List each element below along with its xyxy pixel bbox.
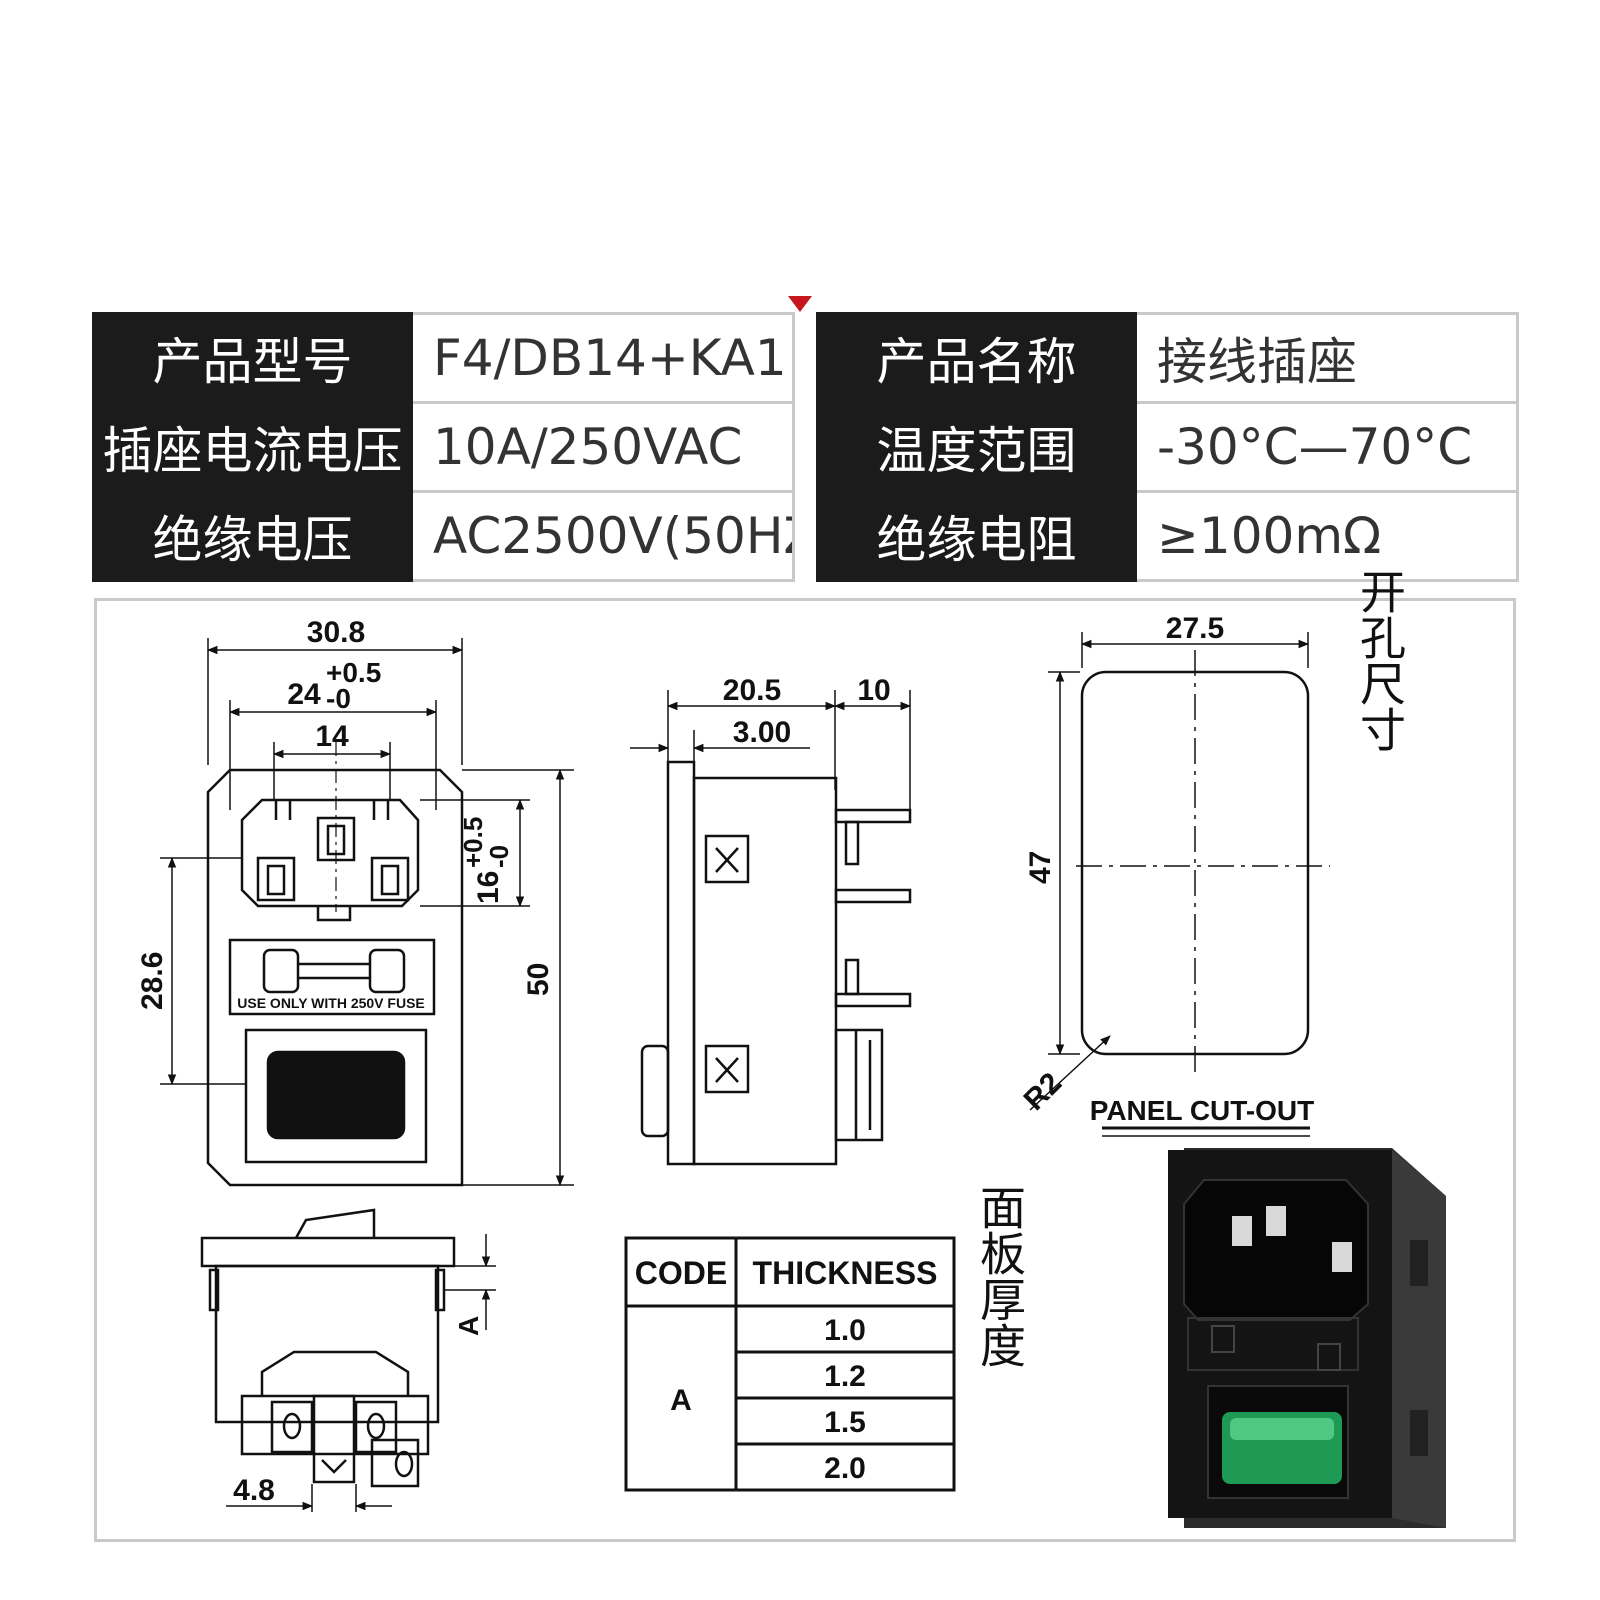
- cutout-width-label: 27.5: [1166, 612, 1224, 645]
- cutout-height-label: 47: [1024, 851, 1057, 884]
- spec-row: 绝缘电压 AC2500V(50HZ): [92, 490, 795, 582]
- spec-value: -30°C—70°C: [1134, 401, 1519, 493]
- spec-row: 产品型号 F4/DB14+KA11: [92, 312, 795, 404]
- dim-flange-label: 3.00: [733, 716, 791, 749]
- dim-left-label: 28.6: [136, 952, 169, 1010]
- dim-right-label: 50: [522, 963, 555, 996]
- dim-pins-label: 14: [315, 720, 349, 753]
- dim-height-tol-plus: +0.5: [458, 817, 488, 868]
- spec-label: 温度范围: [816, 401, 1137, 493]
- spec-value: ≥100mΩ: [1134, 490, 1519, 582]
- side-view: [630, 690, 912, 1166]
- fuse-text: USE ONLY WITH 250V FUSE: [237, 995, 425, 1011]
- spec-value: F4/DB14+KA11: [410, 312, 795, 404]
- spec-label: 绝缘电阻: [816, 490, 1137, 582]
- thickness-cn-label: 面板厚度: [974, 1184, 1026, 1368]
- dim-pin-label: 10: [857, 674, 890, 707]
- panel-cutout-label: PANEL CUT-OUT: [1090, 1095, 1315, 1126]
- front-view: [160, 638, 574, 1187]
- spec-table-left: 产品型号 F4/DB14+KA11 插座电流电压 10A/250VAC 绝缘电压…: [92, 312, 795, 582]
- product-photo: [1168, 1148, 1446, 1528]
- cutout-cn-label: 开孔尺寸: [1354, 568, 1406, 752]
- spec-label: 产品型号: [92, 312, 413, 404]
- thickness-value: 2.0: [824, 1452, 866, 1485]
- spec-row: 温度范围 -30°C—70°C: [816, 401, 1519, 493]
- spec-row: 插座电流电压 10A/250VAC: [92, 401, 795, 493]
- spec-table-right: 产品名称 接线插座 温度范围 -30°C—70°C 绝缘电阻 ≥100mΩ: [816, 312, 1519, 582]
- cutout-view: [1029, 632, 1330, 1137]
- bottom-view: [200, 1208, 496, 1512]
- table-header-thickness: THICKNESS: [753, 1255, 938, 1291]
- dim-height-vert-label: 16: [472, 871, 505, 904]
- spec-label: 产品名称: [816, 312, 1137, 404]
- spec-row: 绝缘电阻 ≥100mΩ: [816, 490, 1519, 582]
- dim-height-tol-minus: -0: [484, 845, 514, 868]
- spec-label: 插座电流电压: [92, 401, 413, 493]
- red-marker-icon: [788, 296, 812, 312]
- spec-row: 产品名称 接线插座: [816, 312, 1519, 404]
- technical-drawing-panel: [94, 598, 1516, 1542]
- dim-inner-label: 24: [287, 678, 321, 711]
- spec-value: 10A/250VAC: [410, 401, 795, 493]
- thickness-value: 1.0: [824, 1314, 866, 1347]
- cutout-radius-label: R2: [1018, 1066, 1068, 1116]
- spec-value: 接线插座: [1134, 312, 1519, 404]
- table-code-value: A: [670, 1384, 692, 1417]
- dim-width-label: 30.8: [307, 616, 365, 649]
- spec-value: AC2500V(50HZ): [410, 490, 795, 582]
- dim-pitch-label: 4.8: [233, 1474, 275, 1507]
- spec-label: 绝缘电压: [92, 490, 413, 582]
- dim-inner-tol-minus: -0: [326, 683, 351, 714]
- table-header-code: CODE: [635, 1255, 727, 1291]
- thickness-table: [624, 1236, 956, 1492]
- thickness-value: 1.5: [824, 1406, 866, 1439]
- dim-a-label: A: [453, 1316, 484, 1336]
- thickness-value: 1.2: [824, 1360, 866, 1393]
- dim-top-label: 20.5: [723, 674, 781, 707]
- dim-inner-tol-plus: +0.5: [326, 657, 381, 688]
